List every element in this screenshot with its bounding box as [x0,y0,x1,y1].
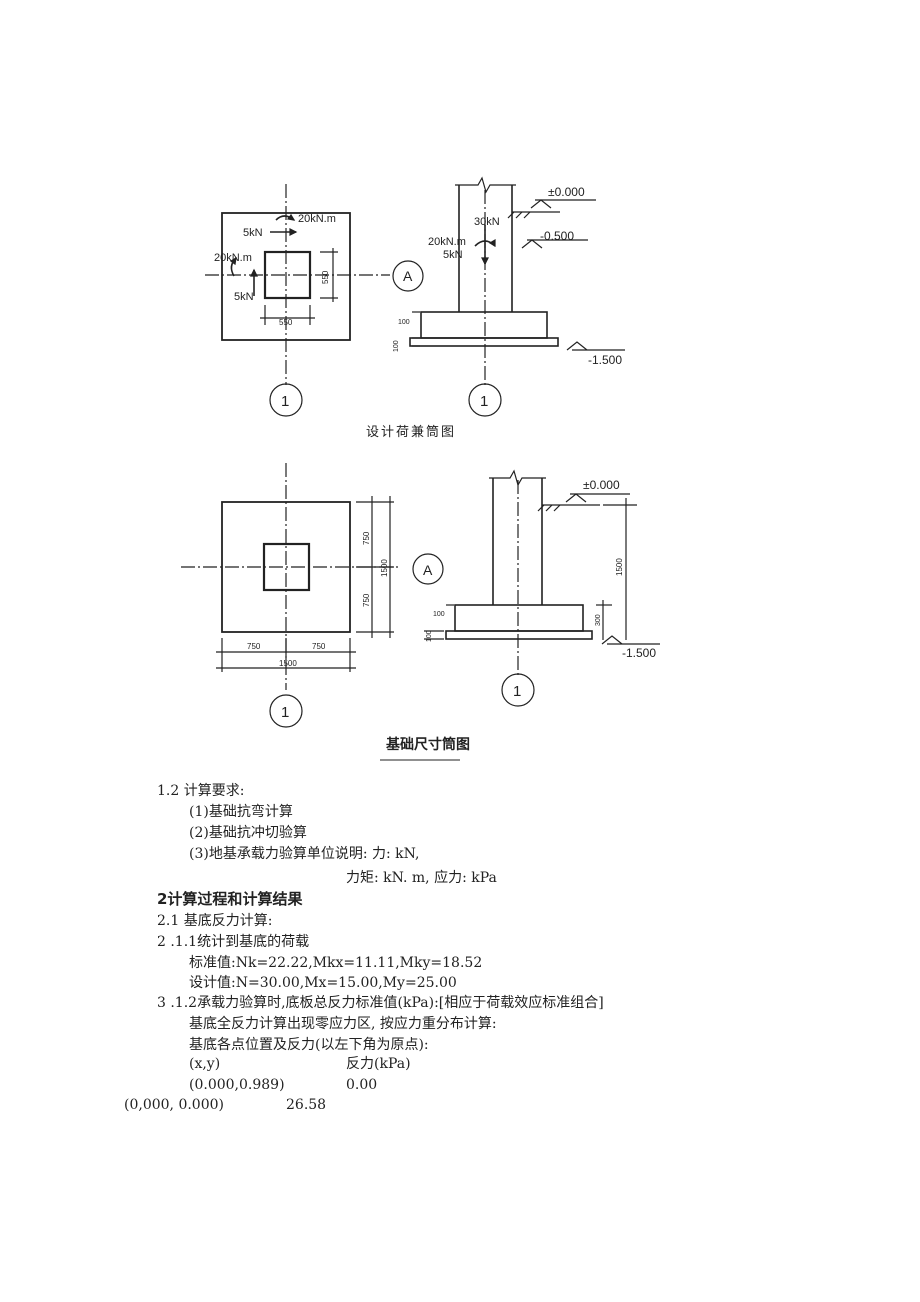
req-title: 1.2 计算要求: [157,783,245,799]
elev-zero-2: ±0.000 [583,478,620,492]
label-axial: 30kN [474,216,500,228]
dim-col-v: 550 [321,270,330,284]
dim-1500-v: 1500 [380,559,389,577]
dim-750-bot: 750 [362,593,371,607]
row2-force: 26.58 [286,1097,327,1113]
row2-xy: (0,000, 0.000) [124,1097,224,1113]
label-shear-left: 5kN [234,291,254,303]
elev-m15-2: -1.500 [622,646,656,660]
load-section-view [409,176,625,417]
section-2-1-1: 2 .1.1统计到基底的荷载 [157,934,310,950]
row1-force: 0.00 [346,1077,378,1093]
caption-load-diagram: 设计荷兼筒图 [366,425,457,440]
redistribution-note: 基底全反力计算出现零应力区, 按应力重分布计算: [189,1016,497,1032]
dim-300: 300 [595,614,602,626]
elev-zero-1: ±0.000 [548,185,585,199]
dim-1500-h: 1500 [279,659,297,668]
caption-size-diagram: 基础尺寸筒图 [386,737,470,753]
points-description: 基底各点位置及反力(以左下角为原点): [189,1037,429,1053]
design-values: 设计值:N=30.00,Mx=15.00,My=25.00 [189,975,457,991]
axis-1-label-1: 1 [281,393,289,410]
dim-1500-depth: 1500 [615,558,624,576]
dim-750-top: 750 [362,531,371,545]
axis-a-label-1: A [403,268,413,284]
axis-1-label-3: 1 [281,704,289,721]
req-item-3: (3)地基承载力验算单位说明: 力: kN, [189,846,420,862]
col-header-force: 反力(kPa) [346,1056,411,1072]
label-moment-left: 20kN.m [214,252,252,264]
section-2-title: 2计算过程和计算结果 [157,890,303,908]
section-2-1: 2.1 基底反力计算: [157,913,273,929]
diagram-labels: 20kN.m 5kN 20kN.m 5kN 550 550 A 1 ±0.000… [214,185,656,721]
label-shear-side: 5kN [443,249,463,261]
dim-750-right: 750 [312,642,326,651]
elev-m15-1: -1.500 [588,353,622,367]
row1-xy: (0.000,0.989) [189,1077,285,1093]
load-plan-view [205,184,424,417]
section-2-1-2: 3 .1.2承载力验算时,底板总反力标准值(kPa):[相应于荷载效应标准组合] [157,995,604,1011]
col-header-xy: (x,y) [189,1056,221,1072]
dim-col-h: 550 [279,318,293,327]
dim-750-left: 750 [247,642,261,651]
size-plan-view [181,463,444,728]
axis-1-label-2: 1 [480,393,488,410]
req-item-1: (1)基础抗弯计算 [189,804,293,820]
dim-100-1: 100 [398,319,410,326]
label-moment-side: 20kN.m [428,236,466,248]
elev-m05: -0.500 [540,229,574,243]
axis-a-label-2: A [423,562,433,578]
label-moment-top: 20kN.m [298,213,336,225]
dim-100-2: 100 [433,611,445,618]
req-item-2: (2)基础抗冲切验算 [189,825,307,841]
dim-100b-1: 100 [393,340,400,352]
axis-1-label-4: 1 [513,683,521,700]
label-shear-top: 5kN [243,227,263,239]
units-note: 力矩: kN. m, 应力: kPa [346,870,497,886]
size-section-view [380,469,660,761]
dim-100b-2: 100 [426,630,433,642]
standard-values: 标准值:Nk=22.22,Mkx=11.11,Mky=18.52 [189,955,483,971]
